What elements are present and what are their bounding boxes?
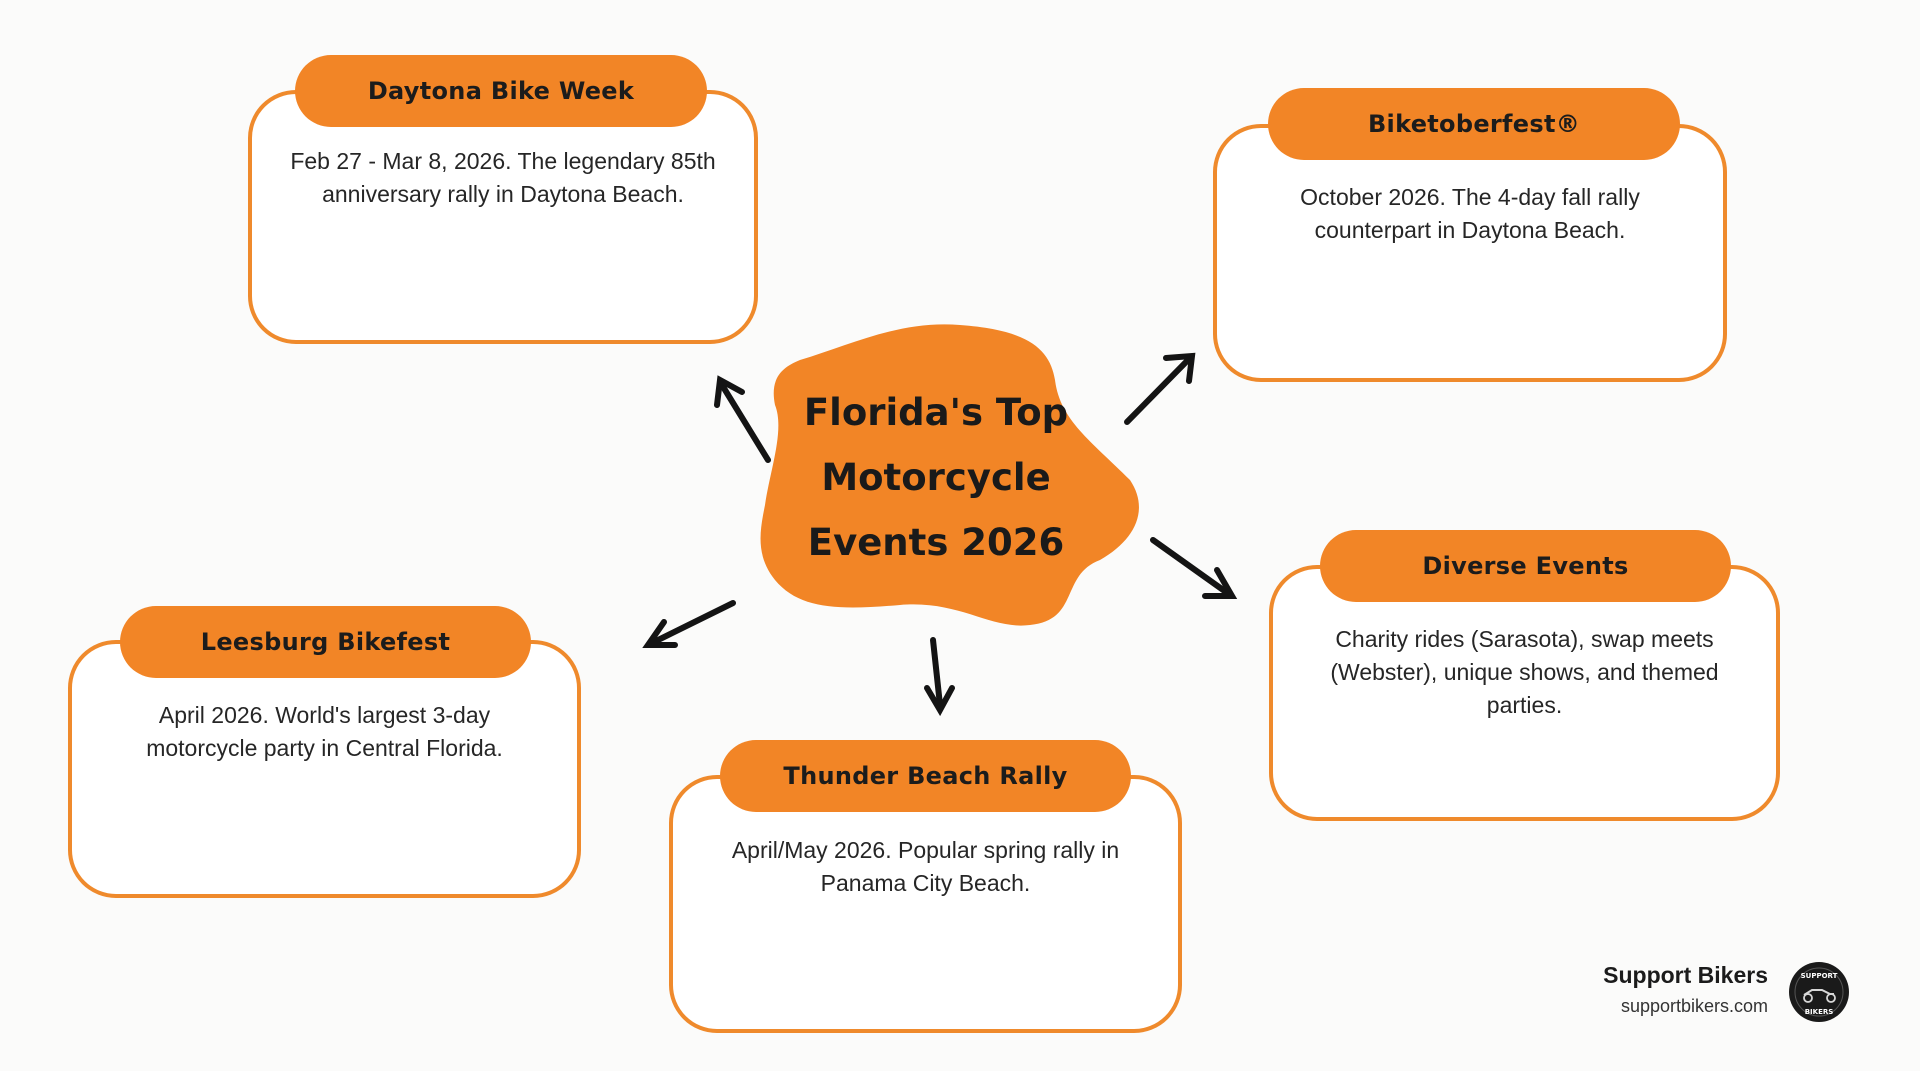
event-title-diverse: Diverse Events bbox=[1320, 530, 1731, 602]
logo-text-bottom: BIKERS bbox=[1805, 1008, 1834, 1016]
event-desc-biketoberfest: October 2026. The 4-day fall rally count… bbox=[1213, 181, 1727, 247]
hub-title-line-3: Events 2026 bbox=[807, 521, 1065, 564]
event-desc-line: parties. bbox=[1486, 692, 1563, 718]
event-card-biketoberfest bbox=[1213, 124, 1727, 382]
support-bikers-logo: SUPPORT BIKERS bbox=[1789, 962, 1849, 1022]
hub-title-line-1: Florida's Top bbox=[803, 391, 1069, 434]
hub-title: Florida's Top Motorcycle Events 2026 bbox=[800, 380, 1072, 575]
arrowhead-daytona bbox=[714, 375, 745, 408]
hub-title-line-2: Motorcycle bbox=[821, 456, 1051, 499]
event-title-biketoberfest: Biketoberfest® bbox=[1268, 88, 1680, 160]
brand-url[interactable]: supportbikers.com bbox=[1620, 996, 1768, 1016]
event-desc-thunder: April/May 2026. Popular spring rally in … bbox=[669, 834, 1182, 900]
event-desc-line: April 2026. World's largest 3-day bbox=[158, 702, 491, 728]
brand-name: Support Bikers bbox=[1603, 962, 1768, 988]
event-desc-line: (Webster), unique shows, and themed bbox=[1330, 659, 1719, 685]
logo-text-top: SUPPORT bbox=[1801, 972, 1838, 980]
arrowhead-thunder bbox=[924, 685, 955, 717]
event-card-thunder bbox=[669, 775, 1182, 1033]
arrowhead-leesburg bbox=[642, 619, 678, 648]
event-card-daytona bbox=[248, 90, 758, 344]
event-desc-line: April/May 2026. Popular spring rally in bbox=[731, 837, 1120, 863]
event-card-diverse bbox=[1269, 565, 1780, 821]
arrow-to-biketoberfest bbox=[1124, 358, 1190, 425]
event-desc-line: anniversary rally in Daytona Beach. bbox=[322, 181, 684, 207]
event-desc-line: Feb 27 - Mar 8, 2026. The legendary 85th bbox=[290, 148, 716, 174]
event-desc-diverse: Charity rides (Sarasota), swap meets (We… bbox=[1269, 623, 1780, 722]
event-desc-line: Charity rides (Sarasota), swap meets bbox=[1335, 626, 1714, 652]
hub-blob bbox=[760, 324, 1139, 626]
arrowhead-diverse bbox=[1202, 567, 1238, 599]
event-desc-line: October 2026. The 4-day fall rally bbox=[1300, 184, 1640, 210]
event-desc-line: counterpart in Daytona Beach. bbox=[1314, 217, 1626, 243]
event-desc-daytona: Feb 27 - Mar 8, 2026. The legendary 85th… bbox=[248, 145, 758, 211]
event-title-leesburg: Leesburg Bikefest bbox=[120, 606, 531, 678]
arrow-to-daytona bbox=[719, 382, 771, 463]
event-desc-line: Panama City Beach. bbox=[820, 870, 1031, 896]
arrow-to-thunder bbox=[930, 637, 943, 708]
arrowhead-biketoberfest bbox=[1163, 352, 1196, 384]
event-desc-line: motorcycle party in Central Florida. bbox=[146, 735, 503, 761]
event-card-leesburg bbox=[68, 640, 581, 898]
event-desc-leesburg: April 2026. World's largest 3-day motorc… bbox=[68, 699, 581, 765]
arrow-to-diverse bbox=[1150, 537, 1229, 595]
arrow-to-leesburg bbox=[651, 600, 736, 645]
event-title-thunder: Thunder Beach Rally bbox=[720, 740, 1131, 812]
event-title-daytona: Daytona Bike Week bbox=[295, 55, 707, 127]
